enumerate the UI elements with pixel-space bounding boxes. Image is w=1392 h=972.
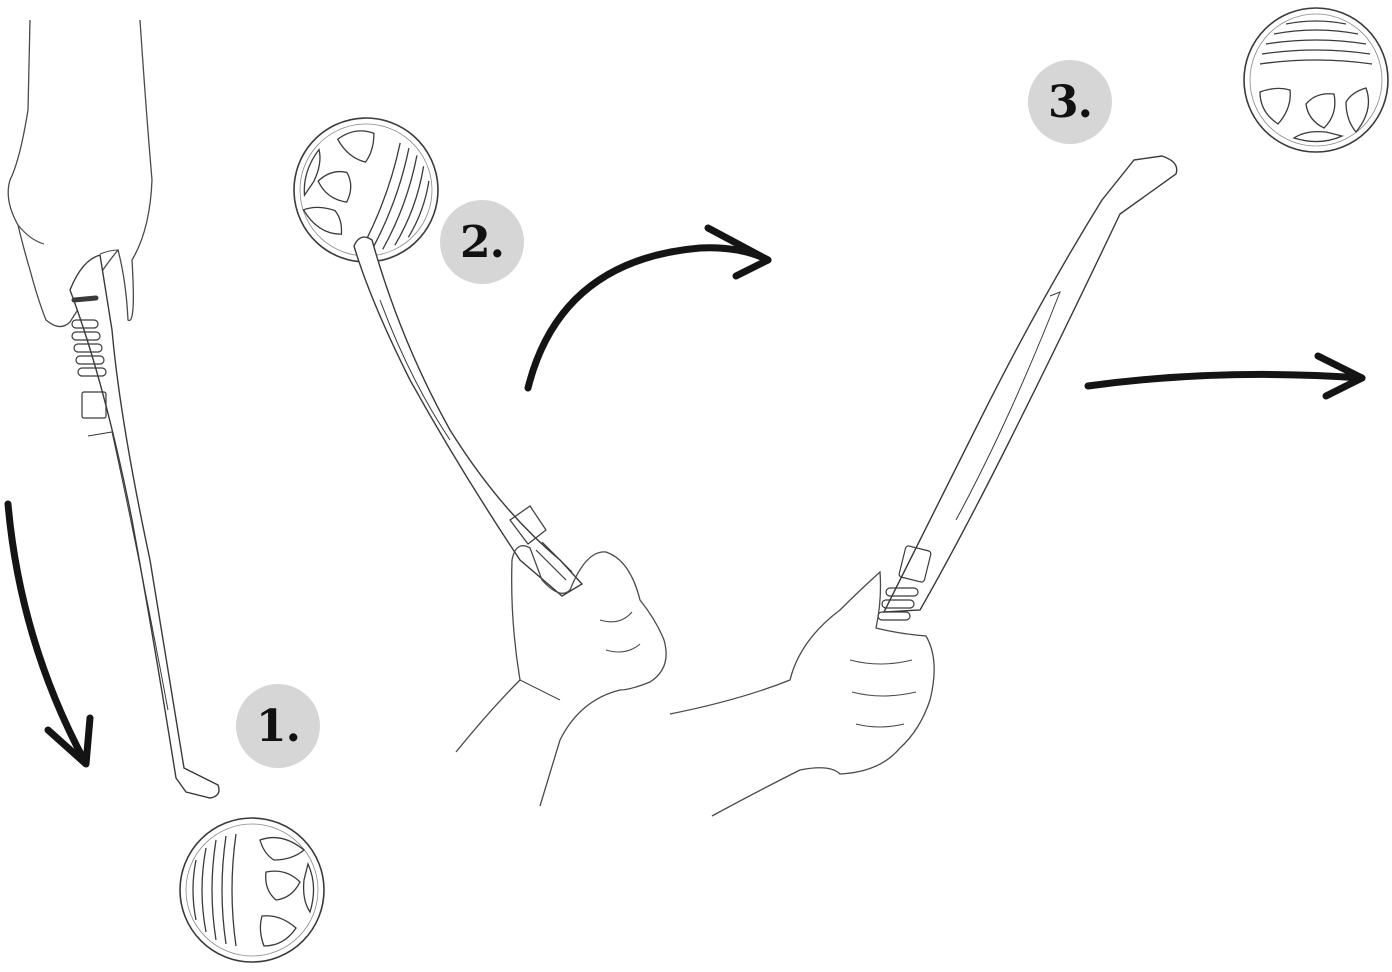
hand	[455, 545, 667, 807]
step-3-scene	[669, 7, 1389, 817]
step-1-scene	[4, 19, 325, 963]
ball-launcher	[69, 254, 220, 799]
step-2-badge: 2.	[440, 200, 524, 284]
hand	[669, 570, 935, 817]
arrow-right	[1084, 370, 1366, 390]
ball	[179, 817, 325, 963]
arrow-down-swing	[4, 500, 88, 764]
step-1-label: 1.	[256, 700, 301, 752]
ball-launcher	[353, 236, 584, 597]
ball-launcher	[877, 155, 1178, 621]
arrow-curved-up-right	[524, 244, 772, 392]
step-3-badge: 3.	[1028, 60, 1112, 144]
step-1-badge: 1.	[236, 684, 320, 768]
step-2-scene	[272, 96, 772, 807]
ball	[1243, 7, 1389, 153]
step-3-label: 3.	[1048, 76, 1093, 128]
step-2-label: 2.	[460, 216, 505, 268]
